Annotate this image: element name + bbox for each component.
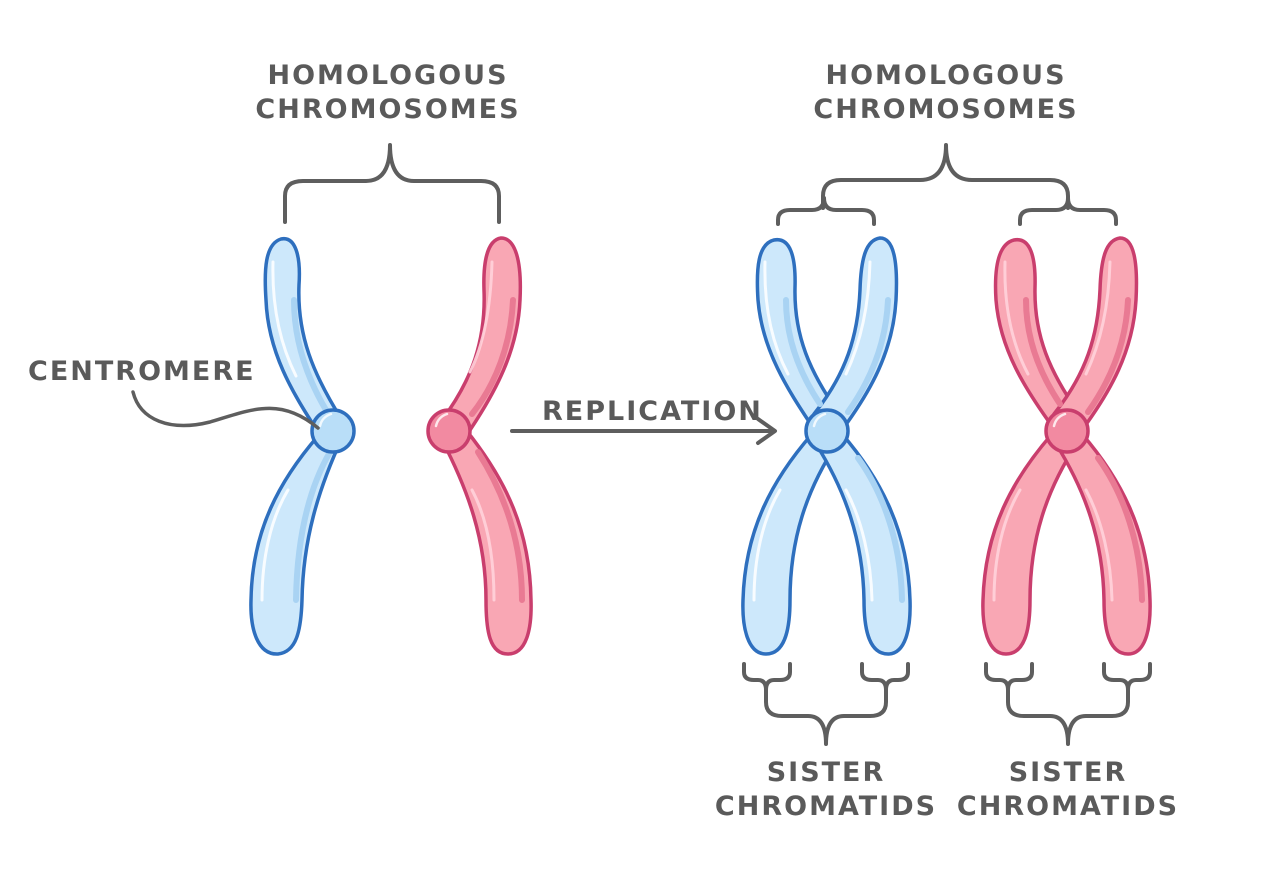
blue-chromatid-2-lower (814, 432, 912, 656)
centromere-pointer (131, 390, 320, 430)
blue-replicated-centromere (804, 408, 850, 454)
left-homologous-line-1: HOMOLOGOUS (267, 60, 508, 91)
blue-chromatid-2-brace (860, 662, 910, 692)
right-sister-chromatids-brace (1006, 688, 1130, 746)
left-sister-line-1: SISTER (767, 757, 886, 788)
pink-replicated-highlight (992, 260, 1114, 602)
left-homologous-line-2: CHROMOSOMES (255, 94, 520, 125)
pink-chromatid-1-brace (984, 662, 1034, 692)
left-sister-chromatids-brace (764, 688, 888, 746)
left-homologous-label: HOMOLOGOUS CHROMOSOMES (255, 60, 520, 125)
centromere-label: CENTROMERE (28, 356, 256, 387)
right-homologous-label: HOMOLOGOUS CHROMOSOMES (813, 60, 1078, 125)
blue-replicated-chromosome (741, 236, 912, 656)
sister-braces-right (984, 662, 1152, 746)
replication-label: REPLICATION (542, 396, 763, 427)
blue-chromosome-shading (291, 297, 333, 603)
pink-chromosome-lower-arm (440, 428, 533, 656)
replication-arrow-head (756, 417, 777, 445)
blue-chromatid-1-upper (755, 238, 840, 428)
pink-centromere-highlight (434, 412, 449, 428)
pink-chromatid-2-upper (1052, 236, 1139, 432)
blue-chromosome-lower-arm (249, 434, 344, 656)
blue-chromosome (249, 237, 356, 656)
pink-chromatid-1-lower (981, 432, 1080, 656)
blue-chromosome-upper-arm (263, 237, 344, 434)
pink-replicated-centromere-highlight (1052, 412, 1067, 428)
left-sister-chromatids-label: SISTER CHROMATIDS (715, 757, 937, 822)
blue-chromosome-highlight (260, 260, 298, 602)
blue-replicated-shading (783, 297, 905, 603)
pink-centromere (426, 408, 472, 454)
replication-arrow (510, 417, 777, 445)
pink-chromosome (426, 236, 533, 656)
left-homologous-brace (283, 143, 501, 224)
pink-chromosome-shading (469, 297, 525, 603)
pink-replicated-shading (1023, 297, 1145, 603)
right-homologous-line-1: HOMOLOGOUS (825, 60, 1066, 91)
pink-chromatid-2-brace (1102, 662, 1152, 692)
right-sister-line-1: SISTER (1009, 757, 1128, 788)
blue-replicated-centromere-highlight (812, 412, 827, 428)
blue-pair-brace (776, 196, 876, 226)
blue-chromatid-1-lower (741, 432, 840, 656)
right-sister-line-2: CHROMATIDS (957, 791, 1179, 822)
left-sister-line-2: CHROMATIDS (715, 791, 937, 822)
blue-chromatid-1-brace (742, 662, 792, 692)
right-homologous-brace (821, 143, 1070, 210)
pink-chromatid-2-lower (1054, 432, 1152, 656)
blue-centromere (310, 408, 356, 454)
blue-replicated-highlight (752, 260, 874, 602)
pink-chromatid-1-upper (993, 238, 1080, 428)
right-homologous-line-2: CHROMOSOMES (813, 94, 1078, 125)
sister-braces-left (742, 662, 910, 746)
pink-replicated-chromosome (981, 236, 1152, 656)
pink-chromosome-highlight (468, 260, 496, 602)
right-sister-chromatids-label: SISTER CHROMATIDS (957, 757, 1179, 822)
pink-pair-brace (1018, 196, 1118, 226)
pink-replicated-centromere (1044, 408, 1090, 454)
blue-centromere-highlight (318, 412, 333, 428)
blue-chromatid-2-upper (812, 236, 899, 432)
